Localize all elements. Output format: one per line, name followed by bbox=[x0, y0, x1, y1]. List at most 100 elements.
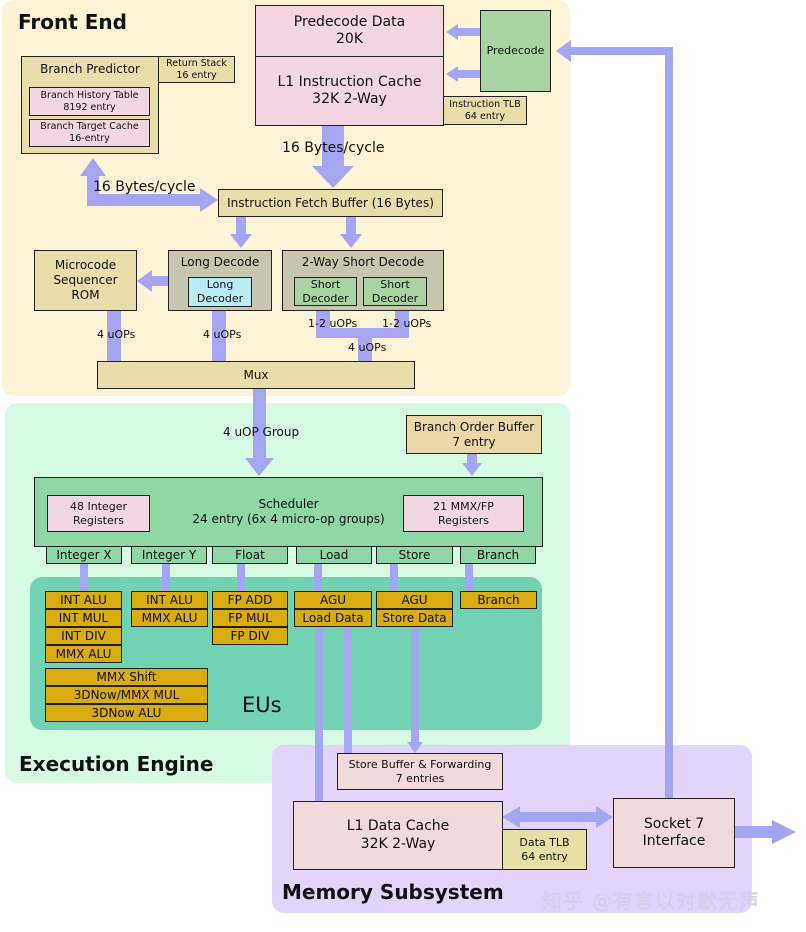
flow-port-load bbox=[314, 563, 322, 591]
predecode-data-label: Predecode Data bbox=[293, 13, 406, 30]
socket-label-2: Interface bbox=[642, 833, 706, 849]
flow-long-to-mux bbox=[212, 305, 226, 363]
port-branch: Branch bbox=[460, 546, 536, 564]
flow-microcode-to-mux bbox=[107, 311, 121, 363]
itlb-label: Instruction TLB bbox=[449, 98, 521, 110]
short-decoder-1: Short Decoder bbox=[294, 277, 357, 306]
branch-predictor-title: Branch Predictor bbox=[40, 62, 140, 76]
predecode-label: Predecode bbox=[486, 44, 545, 58]
eu-fp-mul: FP MUL bbox=[212, 609, 288, 627]
icache-bandwidth-label: 16 Bytes/cycle bbox=[282, 140, 385, 156]
flow-socket-up bbox=[665, 48, 673, 800]
arrowhead-bob bbox=[462, 463, 482, 476]
l1-instruction-cache: L1 Instruction Cache 32K 2-Way bbox=[255, 56, 444, 126]
return-stack-label: Return Stack bbox=[166, 57, 227, 69]
flow-socket-out bbox=[735, 826, 775, 838]
int-registers-line2: Registers bbox=[72, 513, 125, 527]
eu-store-data: Store Data bbox=[376, 609, 453, 627]
store-buffer-size: 7 entries bbox=[395, 771, 445, 785]
microcode-line3: ROM bbox=[71, 288, 100, 302]
flow-bob-to-scheduler bbox=[467, 453, 477, 465]
arrowhead-fetch bbox=[312, 166, 354, 188]
short-decode-title: 2-Way Short Decode bbox=[301, 255, 425, 269]
eu-3dnow-alu: 3DNow ALU bbox=[45, 704, 208, 722]
l1-data-cache: L1 Data Cache 32K 2-Way bbox=[293, 801, 503, 870]
flow-port-store bbox=[390, 563, 398, 591]
scheduler-title: Scheduler bbox=[258, 497, 319, 511]
instruction-fetch-buffer: Instruction Fetch Buffer (16 Bytes) bbox=[218, 189, 443, 217]
memory-subsystem-title: Memory Subsystem bbox=[282, 880, 504, 904]
uops-short1-label: 1-2 uOPs bbox=[308, 317, 358, 330]
flow-predecode-to-data bbox=[455, 28, 482, 36]
flow-short-to-mux bbox=[358, 328, 372, 363]
branch-bandwidth-label: 16 Bytes/cycle bbox=[93, 179, 196, 195]
flow-icache-to-fetch bbox=[322, 125, 344, 167]
fp-registers: 21 MMX/FP Registers bbox=[403, 495, 524, 532]
arrowhead-short bbox=[340, 234, 362, 248]
port-integer-x: Integer X bbox=[46, 546, 122, 564]
eu-int-mul: INT MUL bbox=[45, 609, 122, 627]
flow-port-intx bbox=[80, 563, 88, 591]
eu-load-agu: AGU bbox=[294, 591, 372, 609]
btc-label: Branch Target Cache bbox=[40, 121, 139, 133]
socket-label: Socket 7 bbox=[643, 815, 705, 832]
flow-socket-to-predecode bbox=[570, 47, 673, 55]
fp-registers-line1: 21 MMX/FP bbox=[433, 499, 494, 513]
flow-port-inty bbox=[162, 563, 170, 591]
uops-short-total-label: 4 uOPs bbox=[348, 341, 387, 354]
arrowhead-socket-right bbox=[596, 806, 613, 828]
arrowhead-long bbox=[230, 234, 252, 248]
flow-port-branch bbox=[465, 563, 473, 591]
l1-dcache-label: L1 Data Cache bbox=[346, 818, 450, 834]
return-stack-size: 16 entry bbox=[176, 69, 217, 81]
mux-label: Mux bbox=[243, 367, 269, 382]
long-decoder: Long Decoder bbox=[188, 277, 252, 307]
arrowhead-branch-right bbox=[200, 188, 218, 212]
microcode-sequencer-rom: Microcode Sequencer ROM bbox=[34, 250, 137, 311]
arrowhead-microcode bbox=[137, 270, 152, 292]
microcode-line1: Microcode bbox=[54, 258, 117, 272]
port-load: Load bbox=[296, 546, 372, 564]
arrowhead-socket-out bbox=[772, 820, 796, 844]
bob-label: Branch Order Buffer bbox=[413, 419, 535, 434]
scheduler-size: 24 entry (6x 4 micro-op groups) bbox=[192, 512, 385, 526]
store-buffer-label: Store Buffer & Forwarding bbox=[348, 757, 492, 771]
flow-fetch-to-short bbox=[346, 216, 356, 236]
arrowhead-predecode bbox=[556, 40, 571, 62]
uop-group-label: 4 uOP Group bbox=[223, 425, 300, 439]
arrowhead-store-down bbox=[407, 742, 423, 753]
dtlb-size: 64 entry bbox=[521, 849, 568, 863]
predecode: Predecode bbox=[480, 10, 551, 92]
eu-int-alu-x: INT ALU bbox=[45, 591, 122, 609]
eu-branch: Branch bbox=[460, 591, 537, 609]
arrowhead-predecode-data bbox=[446, 24, 458, 40]
flow-store-to-storebuf bbox=[411, 626, 419, 746]
port-integer-y: Integer Y bbox=[131, 546, 207, 564]
branch-history-table: Branch History Table 8192 entry bbox=[29, 87, 150, 116]
flow-long-to-microcode bbox=[150, 276, 170, 286]
eu-fp-div: FP DIV bbox=[212, 627, 288, 645]
port-store: Store bbox=[376, 546, 453, 564]
short-decoder-2-line2: Decoder bbox=[371, 291, 419, 305]
flow-branch-horizontal bbox=[87, 194, 203, 206]
watermark: 知乎 @有言以对默无声 bbox=[542, 889, 760, 913]
l1-icache-size: 32K 2-Way bbox=[312, 91, 387, 107]
arrowhead-dcache-left bbox=[502, 806, 520, 828]
arrowhead-scheduler bbox=[245, 458, 274, 476]
arrowhead-branch-up bbox=[80, 158, 106, 176]
l1-icache-label: L1 Instruction Cache bbox=[277, 73, 422, 90]
branch-order-buffer: Branch Order Buffer 7 entry bbox=[406, 415, 542, 454]
long-decode-title: Long Decode bbox=[180, 255, 260, 269]
predecode-data-size: 20K bbox=[336, 31, 363, 47]
itlb-size: 64 entry bbox=[464, 110, 506, 122]
uops-microcode-label: 4 uOPs bbox=[97, 328, 136, 341]
microcode-line2: Sequencer bbox=[53, 273, 118, 287]
flow-predecode-to-icache bbox=[455, 70, 482, 78]
dtlb-label: Data TLB bbox=[519, 835, 570, 849]
short-decoder-1-line1: Short bbox=[310, 277, 341, 291]
execution-engine-title: Execution Engine bbox=[19, 752, 214, 776]
data-tlb: Data TLB 64 entry bbox=[502, 829, 587, 870]
eus-label: EUs bbox=[242, 693, 282, 717]
arrowhead-predecode-icache bbox=[446, 66, 458, 82]
branch-target-cache: Branch Target Cache 16-entry bbox=[29, 119, 150, 147]
